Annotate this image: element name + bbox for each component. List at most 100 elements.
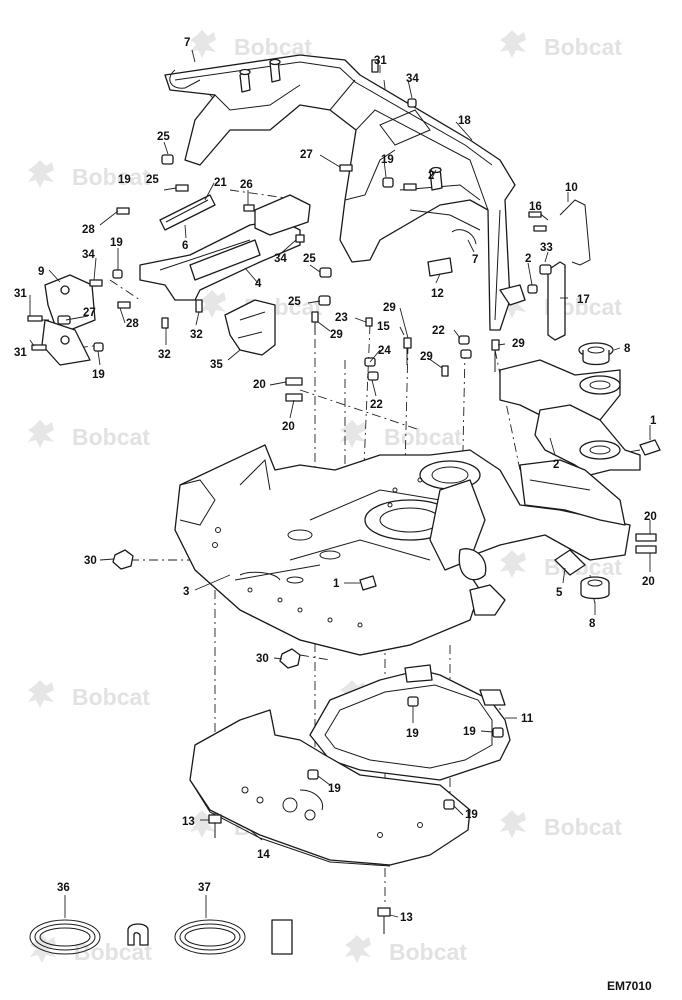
bolt	[89, 279, 103, 287]
callout: 19	[328, 783, 341, 795]
callout: 27	[83, 307, 96, 319]
callout: 30	[256, 653, 269, 665]
callout: 7	[472, 254, 478, 266]
callout: 19	[381, 154, 394, 166]
callout: 29	[383, 302, 396, 314]
callout: 19	[92, 369, 105, 381]
nut	[458, 335, 470, 345]
callout: 18	[458, 115, 471, 127]
bolt	[339, 164, 353, 172]
bolt	[112, 269, 123, 279]
bolt	[208, 814, 222, 838]
seal-roll-part-37	[174, 919, 293, 955]
bracket-part-35	[224, 299, 276, 356]
callout: 25	[288, 296, 301, 308]
nut	[443, 799, 455, 810]
screw	[311, 311, 319, 335]
watermark-text: Bobcat	[544, 814, 622, 840]
callout: 28	[126, 318, 139, 330]
callout: 21	[214, 177, 227, 189]
callout: 23	[335, 312, 348, 324]
bracket-part-9	[41, 274, 96, 366]
callout: 15	[377, 321, 390, 333]
nut	[307, 769, 319, 780]
plate-part-12	[427, 257, 453, 277]
bolt	[243, 204, 255, 212]
callout: 4	[255, 278, 262, 290]
callout: 2	[428, 170, 434, 182]
callout: 24	[378, 345, 391, 357]
callout: 19	[406, 728, 419, 740]
watermark-text: Bobcat	[72, 684, 150, 710]
curved-guard-part-11	[309, 664, 511, 781]
swing-bracket-assembly	[499, 359, 641, 526]
callout: 13	[400, 912, 413, 924]
watermark-text: Bobcat	[72, 424, 150, 450]
bolt	[635, 545, 657, 554]
callout: 20	[282, 421, 295, 433]
callout: 20	[644, 511, 657, 523]
callout: 26	[240, 179, 253, 191]
callout: 25	[146, 174, 159, 186]
plate-part-6	[159, 194, 216, 231]
nut	[367, 371, 379, 381]
watermark-text: Bobcat	[72, 164, 150, 190]
bolt	[285, 393, 303, 402]
callout: 11	[521, 713, 534, 725]
callout: 1	[650, 415, 657, 427]
screw	[403, 337, 412, 365]
callout: 8	[589, 618, 596, 630]
watermark-text: Bobcat	[384, 424, 462, 450]
watermark-text: Bobcat	[389, 939, 467, 965]
callout: 1	[333, 578, 340, 590]
nut	[492, 727, 504, 738]
callout: 2	[525, 253, 531, 265]
bolt	[175, 184, 189, 192]
callout: 34	[82, 249, 95, 261]
callout: 10	[565, 182, 578, 194]
callout: 28	[82, 224, 95, 236]
callout: 34	[274, 253, 287, 265]
screw	[365, 317, 373, 327]
watermark: Bobcat	[28, 680, 150, 710]
leader-lines	[29, 49, 651, 918]
hook-part-7-right	[451, 229, 477, 245]
nut	[382, 177, 394, 188]
callout: 27	[300, 149, 313, 161]
callout: 19	[463, 726, 476, 738]
callout: 33	[540, 242, 553, 254]
bolt	[377, 907, 391, 934]
bolt	[93, 342, 104, 352]
bolt	[31, 344, 47, 351]
callout: 30	[84, 555, 97, 567]
callout: 12	[431, 288, 444, 300]
callout: 3	[183, 586, 189, 598]
callout: 17	[577, 294, 590, 306]
watermark: Bobcat	[30, 935, 152, 965]
nut	[161, 154, 174, 165]
watermark: Bobcat	[500, 810, 622, 840]
seal-roll-part-36	[29, 919, 149, 955]
nut	[527, 284, 538, 294]
callout: 19	[465, 809, 478, 821]
callout: 25	[157, 131, 170, 143]
callout: 8	[624, 343, 631, 355]
drawing-code: EM7010	[607, 979, 652, 993]
watermark: Bobcat	[28, 420, 150, 450]
bolt	[635, 533, 657, 542]
callout: 13	[182, 816, 195, 828]
upper-frame-part-18	[164, 54, 526, 331]
watermark-text: Bobcat	[74, 939, 152, 965]
nut	[279, 648, 301, 669]
callout: 20	[642, 576, 655, 588]
pin	[528, 211, 542, 218]
nut	[460, 349, 472, 359]
callout: 35	[210, 359, 223, 371]
bushing-part-8-bottom	[580, 576, 610, 600]
lower-skid-plate-part-14	[189, 709, 471, 867]
callout: 22	[370, 399, 383, 411]
screw	[441, 365, 449, 377]
callout: 31	[374, 55, 387, 67]
callout: 7	[184, 37, 190, 49]
screw	[491, 339, 500, 372]
